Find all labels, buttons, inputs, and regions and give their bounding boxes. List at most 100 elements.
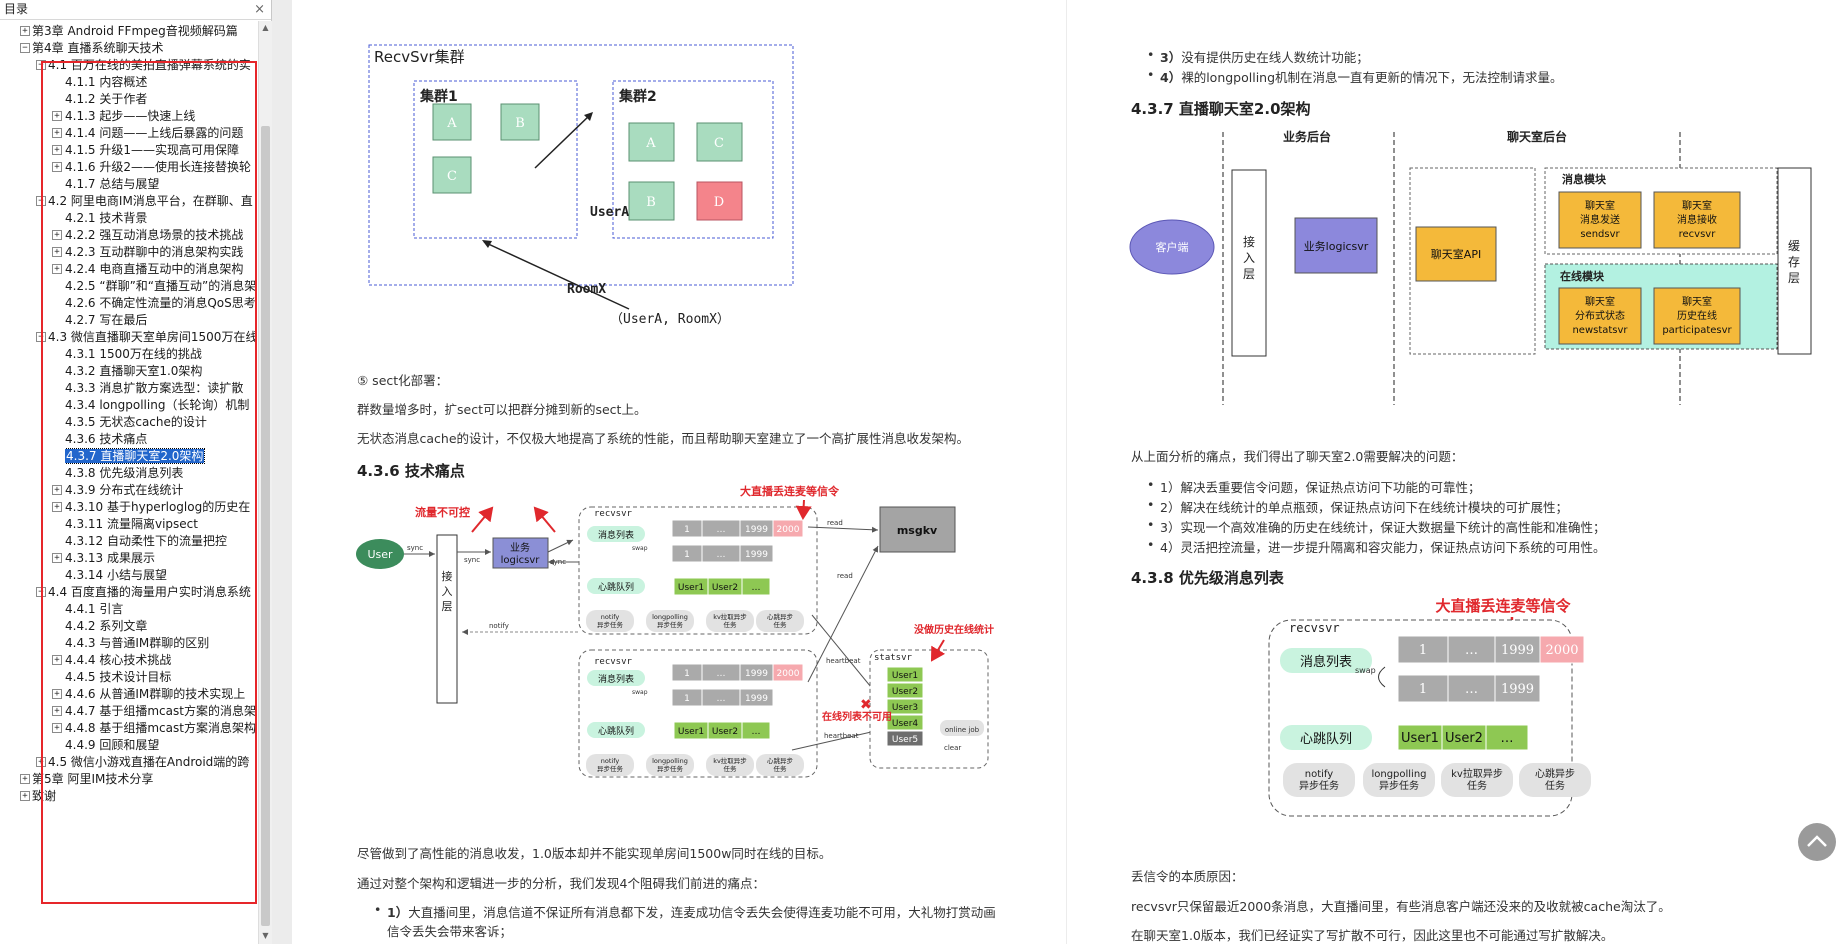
toc-item[interactable]: 4.4.8 基于组播mcast方案消息架构	[65, 719, 258, 738]
toc-item[interactable]: 4.2.6 不确定性流量的消息QoS思考	[65, 294, 258, 313]
toc-item[interactable]: 4.4.9 回顾和展望	[65, 736, 258, 755]
svg-text:User1: User1	[1401, 731, 1439, 746]
recvsvr-label: recvsvr	[1289, 621, 1340, 635]
toc-item[interactable]: 4.2.7 写在最后	[65, 311, 258, 330]
toc-item-label: 4.2.4 电商直播互动中的消息架构	[65, 262, 244, 276]
collapse-icon[interactable]: −	[20, 43, 30, 53]
toc-item[interactable]: 4.3.7 直播聊天室2.0架构	[65, 447, 258, 466]
svg-text:…: …	[752, 727, 761, 737]
toc-item[interactable]: 4.3.13 成果展示	[65, 549, 258, 568]
toc-item[interactable]: 致谢	[32, 787, 258, 806]
expand-icon[interactable]: +	[20, 26, 30, 36]
online-job-label: online job	[945, 726, 980, 734]
toc-item[interactable]: 4.3.12 自动柔性下的流量把控	[65, 532, 258, 551]
toc-item[interactable]: 4.3.6 技术痛点	[65, 430, 258, 449]
toc-item-label: 4.3.8 优先级消息列表	[65, 466, 184, 480]
list-item: 3）实现一个高效准确的历史在线统计，保证大数据量下统计的高性能和准确性；	[1147, 517, 1605, 536]
expand-icon[interactable]: +	[52, 111, 62, 121]
scrollbar-thumb[interactable]	[261, 126, 270, 926]
message-cell	[772, 519, 804, 538]
toc-item[interactable]: 4.4.5 技术设计目标	[65, 668, 258, 687]
toc-scrollbar[interactable]: ▲ ▼	[258, 21, 272, 944]
expand-icon[interactable]: +	[36, 757, 46, 767]
close-icon[interactable]: ×	[254, 2, 265, 17]
toc-item[interactable]: 4.2.2 强互动消息场景的技术挑战	[65, 226, 258, 245]
heartbeat-queue-pill	[587, 722, 645, 738]
toc-item[interactable]: 4.1.3 起步——快速上线	[65, 107, 258, 126]
toc-item[interactable]: 4.2.1 技术背景	[65, 209, 258, 228]
toc-item[interactable]: 4.1.1 内容概述	[65, 73, 258, 92]
toc-item-label: 4.3.12 自动柔性下的流量把控	[65, 534, 227, 548]
scroll-to-top-button[interactable]	[1798, 823, 1836, 861]
toc-item[interactable]: 4.3.14 小结与展望	[65, 566, 258, 585]
toc-item[interactable]: 4.2 阿里电商IM消息平台，在群聊、直	[48, 192, 258, 211]
expand-icon[interactable]: +	[52, 145, 62, 155]
expand-icon[interactable]: +	[52, 655, 62, 665]
group2-label: 集群2	[618, 88, 657, 105]
toc-item[interactable]: 4.4.4 核心技术挑战	[65, 651, 258, 670]
expand-icon[interactable]: +	[52, 230, 62, 240]
collapse-icon[interactable]: −	[36, 60, 46, 70]
expand-icon[interactable]: +	[52, 689, 62, 699]
expand-icon[interactable]: +	[20, 791, 30, 801]
expand-icon[interactable]: +	[52, 502, 62, 512]
collapse-icon[interactable]: −	[36, 196, 46, 206]
toc-item[interactable]: 4.2.3 互动群聊中的消息架构实践	[65, 243, 258, 262]
svg-text:1999: 1999	[745, 525, 768, 535]
expand-icon[interactable]: +	[52, 264, 62, 274]
scroll-up-arrow-icon[interactable]: ▲	[262, 23, 269, 32]
toc-item[interactable]: 4.3 微信直播聊天室单房间1500万在线	[48, 328, 258, 347]
svg-text:User2: User2	[712, 583, 738, 593]
expand-icon[interactable]: +	[52, 128, 62, 138]
toc-item[interactable]: 第5章 阿里IM技术分享	[32, 770, 258, 789]
svg-text:swap: swap	[632, 545, 648, 552]
async-task-pill	[646, 610, 694, 632]
toc-item[interactable]: 4.3.2 直播聊天室1.0架构	[65, 362, 258, 381]
scroll-down-arrow-icon[interactable]: ▼	[262, 931, 269, 940]
expand-icon[interactable]: +	[52, 162, 62, 172]
toc-item[interactable]: 4.3.11 流量隔离vipsect	[65, 515, 258, 534]
toc-item-label: 4.2.3 互动群聊中的消息架构实践	[65, 245, 244, 259]
svg-text:User2: User2	[892, 687, 918, 697]
toc-item[interactable]: 4.3.10 基于hyperloglog的历史在	[65, 498, 258, 517]
toc-item[interactable]: 4.1.2 关于作者	[65, 90, 258, 109]
toc-item[interactable]: 4.4.3 与普通IM群聊的区别	[65, 634, 258, 653]
collapse-icon[interactable]: −	[36, 332, 46, 342]
expand-icon[interactable]: +	[52, 247, 62, 257]
svg-text:logicsvr: logicsvr	[501, 555, 541, 566]
expand-icon[interactable]: +	[52, 723, 62, 733]
toc-item[interactable]: 4.4 百度直播的海量用户实时消息系统	[48, 583, 258, 602]
toc-item[interactable]: 4.1.4 问题——上线后暴露的问题	[65, 124, 258, 143]
expand-icon[interactable]: +	[52, 485, 62, 495]
toc-item[interactable]: 4.1.6 升级2——使用长连接替换轮	[65, 158, 258, 177]
toc-item[interactable]: 4.3.3 消息扩散方案选型：读扩散	[65, 379, 258, 398]
svg-text:1: 1	[684, 525, 690, 535]
toc-item[interactable]: 4.3.8 优先级消息列表	[65, 464, 258, 483]
toc-item[interactable]: 4.3.9 分布式在线统计	[65, 481, 258, 500]
expand-icon[interactable]: +	[20, 774, 30, 784]
toc-item[interactable]: 4.3.1 1500万在线的挑战	[65, 345, 258, 364]
toc-item-label: 4.3.10 基于hyperloglog的历史在	[65, 500, 251, 514]
toc-item[interactable]: 第4章 直播系统聊天技术	[32, 39, 258, 58]
expand-icon[interactable]: +	[52, 706, 62, 716]
toc-item[interactable]: 4.3.4 longpolling（长轮询）机制	[65, 396, 258, 415]
toc-item[interactable]: 4.3.5 无状态cache的设计	[65, 413, 258, 432]
toc-item[interactable]: 4.2.5 “群聊”和“直播互动”的消息架	[65, 277, 258, 296]
toc-item[interactable]: 4.5 微信小游戏直播在Android端的跨	[48, 753, 258, 772]
toc-item-label: 4.2.5 “群聊”和“直播互动”的消息架	[65, 279, 257, 293]
expand-icon[interactable]: +	[52, 553, 62, 563]
toc-item[interactable]: 4.4.7 基于组播mcast方案的消息架	[65, 702, 258, 721]
toc-item-label: 4.1.2 关于作者	[65, 92, 148, 106]
collapse-icon[interactable]: −	[36, 587, 46, 597]
section-heading: 4.3.7 直播聊天室2.0架构	[1131, 100, 1311, 118]
svg-text:1999: 1999	[745, 694, 768, 704]
toc-item[interactable]: 4.4.2 系列文章	[65, 617, 258, 636]
toc-item[interactable]: 第3章 Android FFmpeg音视频解码篇	[32, 22, 258, 41]
svg-text:1999: 1999	[745, 669, 768, 679]
toc-item[interactable]: 4.2.4 电商直播互动中的消息架构	[65, 260, 258, 279]
toc-item-label: 4.3.6 技术痛点	[65, 432, 148, 446]
toc-item[interactable]: 4.4.6 从普通IM群聊的技术实现上	[65, 685, 258, 704]
toc-item[interactable]: 4.1.7 总结与展望	[65, 175, 258, 194]
toc-item[interactable]: 4.4.1 引言	[65, 600, 258, 619]
toc-item[interactable]: 4.1.5 升级1——实现高可用保障	[65, 141, 258, 160]
